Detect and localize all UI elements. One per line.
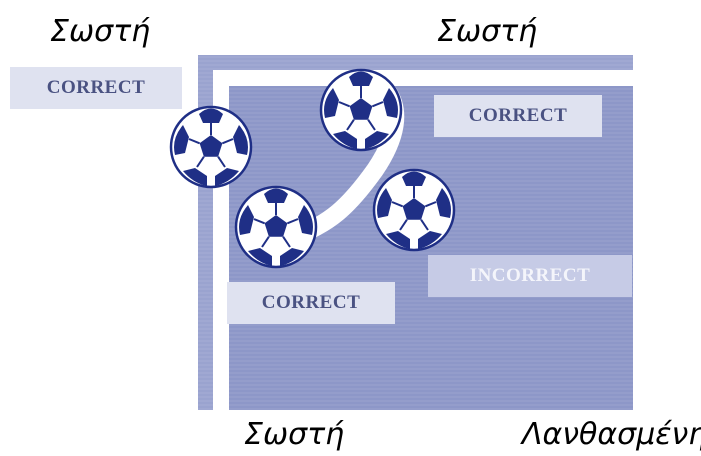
soccer-ball-icon bbox=[169, 105, 253, 189]
label-on-line-top: CORRECT bbox=[434, 95, 602, 137]
soccer-ball-icon bbox=[319, 68, 403, 152]
caption-bottom-right: Λανθασμένη bbox=[522, 417, 701, 452]
caption-top-left: Σωστή bbox=[50, 14, 151, 49]
caption-bottom-left: Σωστή bbox=[244, 417, 345, 452]
caption-top-right: Σωστή bbox=[437, 14, 538, 49]
soccer-ball-icon bbox=[234, 185, 318, 269]
label-on-line-bottom: CORRECT bbox=[227, 282, 395, 324]
soccer-ball-icon bbox=[372, 168, 456, 252]
label-fully-in: INCORRECT bbox=[428, 255, 632, 297]
label-outside-left: CORRECT bbox=[10, 67, 182, 109]
